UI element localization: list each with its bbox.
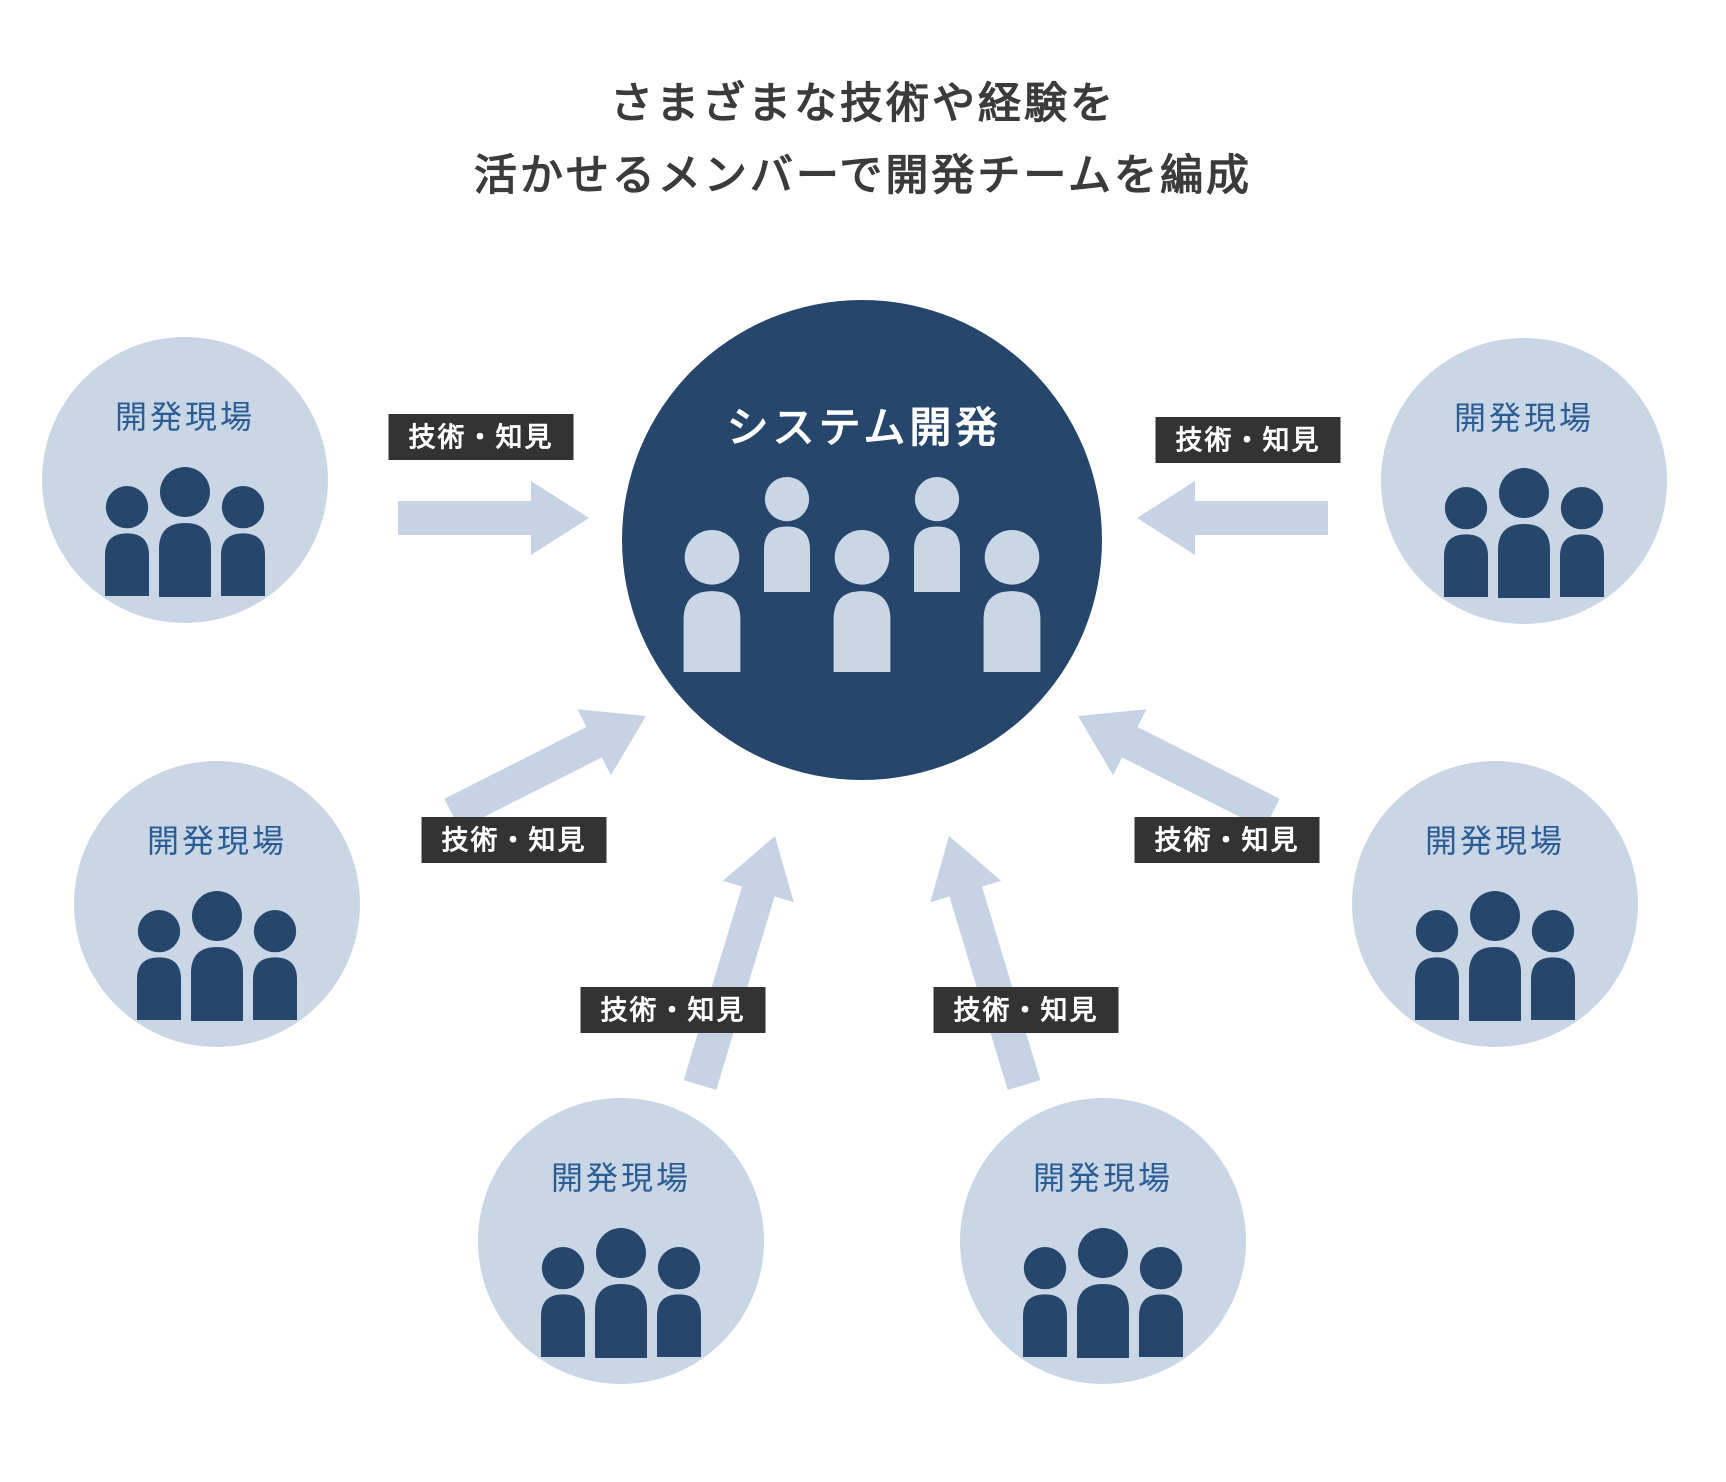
badge-background — [421, 817, 607, 863]
site-member-figure — [191, 891, 243, 1021]
dev-site-group-bottom-right: 開発現場 — [960, 1098, 1246, 1384]
site-member-figure — [221, 486, 265, 596]
site-member-figure — [1560, 487, 1604, 597]
badge-label: 技術・知見 — [954, 996, 1099, 1026]
badge-background — [388, 414, 574, 460]
team-member-figure — [833, 530, 891, 672]
site-member-figure — [1444, 487, 1488, 597]
tech-knowledge-badge-bottom-right: 技術・知見 — [933, 987, 1119, 1033]
site-member-figure — [657, 1247, 701, 1357]
team-member-figure — [683, 530, 741, 672]
arrow-right-to-center — [1137, 481, 1328, 555]
center-system-development-group: システム開発 — [622, 300, 1102, 780]
site-member-figure — [137, 910, 181, 1020]
site-member-figure — [1023, 1247, 1067, 1357]
title-line-2: 活かせるメンバーで開発チームを編成 — [473, 152, 1253, 200]
tech-knowledge-badge-middle-left: 技術・知見 — [421, 817, 607, 863]
badge-label: 技術・知見 — [1155, 826, 1300, 856]
title-line-1: さまざまな技術や経験を — [610, 80, 1116, 128]
badge-background — [1134, 817, 1320, 863]
badge-label: 技術・知見 — [601, 996, 746, 1026]
dev-site-group-top-right: 開発現場 — [1381, 338, 1667, 624]
team-member-figure — [764, 477, 810, 592]
tech-knowledge-badge-bottom-left: 技術・知見 — [580, 987, 766, 1033]
arrow-bottom-right-to-center — [930, 836, 1041, 1090]
dev-site-label: 開発現場 — [147, 823, 287, 859]
badge-label: 技術・知見 — [442, 826, 587, 856]
site-member-figure — [595, 1228, 647, 1358]
dev-site-label: 開発現場 — [1033, 1160, 1173, 1196]
dev-site-group-top-left: 開発現場 — [42, 337, 328, 623]
site-member-figure — [1469, 891, 1521, 1021]
site-member-figure — [253, 910, 297, 1020]
site-member-figure — [159, 467, 211, 597]
badge-label: 技術・知見 — [1176, 426, 1321, 456]
dev-site-group-middle-left: 開発現場 — [74, 761, 360, 1047]
site-member-figure — [1498, 468, 1550, 598]
dev-site-label: 開発現場 — [1454, 400, 1594, 436]
badge-background — [580, 987, 766, 1033]
site-member-figure — [541, 1247, 585, 1357]
center-label: システム開発 — [727, 404, 1002, 451]
site-member-figure — [1139, 1247, 1183, 1357]
badge-label: 技術・知見 — [409, 423, 554, 453]
site-member-figure — [1531, 910, 1575, 1020]
badge-background — [933, 987, 1119, 1033]
dev-site-group-bottom-left: 開発現場 — [478, 1098, 764, 1384]
arrow-left-to-center — [398, 481, 589, 555]
tech-knowledge-badge-top-right: 技術・知見 — [1155, 417, 1341, 463]
tech-knowledge-badge-top-left: 技術・知見 — [388, 414, 574, 460]
site-member-figure — [1415, 910, 1459, 1020]
diagram-title: さまざまな技術や経験を 活かせるメンバーで開発チームを編成 — [0, 68, 1726, 212]
team-member-figure — [914, 477, 960, 592]
site-member-figure — [1077, 1228, 1129, 1358]
dev-site-label: 開発現場 — [551, 1160, 691, 1196]
dev-site-group-middle-right: 開発現場 — [1352, 761, 1638, 1047]
tech-knowledge-badge-middle-right: 技術・知見 — [1134, 817, 1320, 863]
arrow-middle-right-to-center — [1078, 709, 1280, 830]
arrow-middle-left-to-center — [444, 709, 646, 830]
badge-background — [1155, 417, 1341, 463]
dev-site-label: 開発現場 — [1425, 823, 1565, 859]
arrow-bottom-left-to-center — [683, 836, 794, 1090]
dev-site-label: 開発現場 — [115, 399, 255, 435]
site-member-figure — [105, 486, 149, 596]
team-member-figure — [983, 530, 1041, 672]
